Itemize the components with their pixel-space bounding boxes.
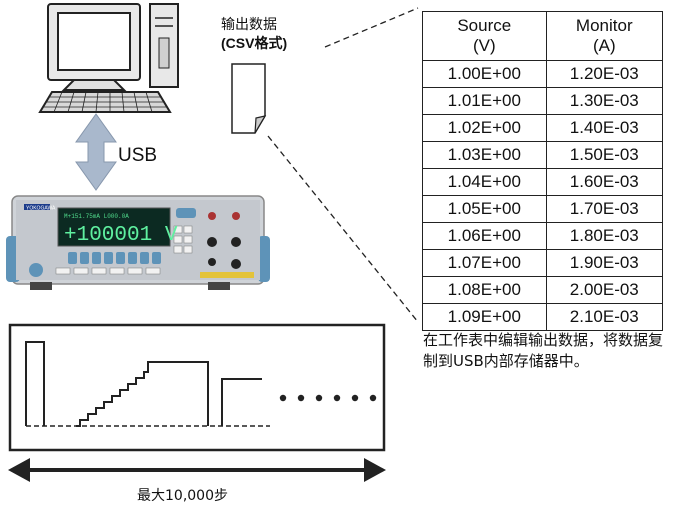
computer-icon bbox=[38, 3, 179, 113]
source-cell: 1.07E+00 bbox=[422, 249, 547, 277]
leader-line-top bbox=[324, 7, 419, 48]
source-cell: 1.00E+00 bbox=[422, 60, 547, 88]
monitor-cell: 1.80E-03 bbox=[545, 222, 664, 250]
source-cell: 1.06E+00 bbox=[422, 222, 547, 250]
monitor-cell: 1.60E-03 bbox=[545, 168, 664, 196]
sweep-waveform bbox=[8, 323, 386, 452]
source-cell: 1.04E+00 bbox=[422, 168, 547, 196]
monitor-cell: 2.00E-03 bbox=[545, 276, 664, 304]
table-header-row: Source (V) Monitor (A) bbox=[422, 11, 664, 61]
monitor-cell: 1.50E-03 bbox=[545, 141, 664, 169]
monitor-cell: 1.30E-03 bbox=[545, 87, 664, 115]
usb-double-arrow bbox=[75, 113, 117, 191]
csv-output-label: 输出数据 (CSV格式) bbox=[221, 16, 287, 52]
range-arrow bbox=[8, 458, 386, 482]
monitor-cell: 1.90E-03 bbox=[545, 249, 664, 277]
display-value: +100001 V bbox=[64, 224, 178, 247]
brand-label: YOKOGAWA bbox=[26, 206, 56, 212]
source-cell: 1.03E+00 bbox=[422, 141, 547, 169]
leader-line-bottom bbox=[267, 135, 419, 323]
source-cell: 1.01E+00 bbox=[422, 87, 547, 115]
column-header-source: Source (V) bbox=[422, 11, 547, 61]
csv-file-icon bbox=[231, 63, 267, 134]
source-cell: 1.09E+00 bbox=[422, 303, 547, 331]
usb-label: USB bbox=[118, 145, 158, 166]
column-header-monitor: Monitor (A) bbox=[545, 11, 664, 61]
monitor-cell: 1.70E-03 bbox=[545, 195, 664, 223]
source-cell: 1.02E+00 bbox=[422, 114, 547, 142]
edit-note: 在工作表中编辑输出数据，将数据复制到USB内部存储器中。 bbox=[423, 331, 664, 370]
csv-output-label-line1: 输出数据 bbox=[221, 17, 277, 33]
display-subline: M+151.75mA L000.0A bbox=[64, 213, 129, 220]
source-cell: 1.05E+00 bbox=[422, 195, 547, 223]
source-cell: 1.08E+00 bbox=[422, 276, 547, 304]
monitor-cell: 1.20E-03 bbox=[545, 60, 664, 88]
monitor-cell: 2.10E-03 bbox=[545, 303, 664, 331]
monitor-cell: 1.40E-03 bbox=[545, 114, 664, 142]
csv-output-label-line2: (CSV格式) bbox=[221, 35, 288, 51]
max-steps-label: 最大10,000步 bbox=[137, 488, 228, 504]
terminal-jacks bbox=[200, 212, 254, 278]
smu-device: YOKOGAWA M+151.75mA L000.0A +100001 V bbox=[6, 195, 270, 290]
